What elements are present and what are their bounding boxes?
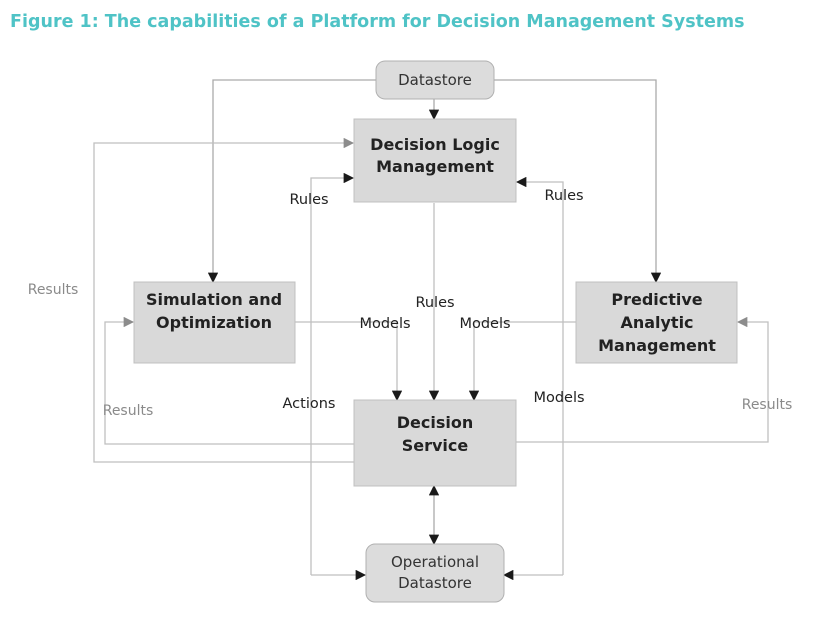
- rules-right-line: [515, 176, 564, 575]
- datastore-node: Datastore: [375, 60, 495, 100]
- models-lower-label: Models: [533, 390, 584, 406]
- rules-left-line: [310, 172, 355, 575]
- predictive-label-line3: Management: [598, 336, 716, 355]
- figure-title: Figure 1: The capabilities of a Platform…: [10, 12, 745, 32]
- simulation-models-line: [295, 321, 403, 402]
- decision-service-label-line1: Decision: [397, 413, 474, 432]
- decision-logic-node: Decision Logic Management: [353, 118, 517, 203]
- datastore-label: Datastore: [398, 71, 472, 89]
- simulation-label-line2: Optimization: [156, 313, 272, 332]
- results-left-label: Results: [103, 403, 154, 419]
- models-right-label: Models: [459, 316, 510, 332]
- decision-logic-label-line2: Management: [376, 157, 494, 176]
- rules-right-label: Rules: [544, 188, 583, 204]
- actions-label: Actions: [283, 396, 336, 412]
- models-left-label: Models: [359, 316, 410, 332]
- rules-left-label: Rules: [289, 192, 328, 208]
- results-right-label: Results: [742, 397, 793, 413]
- decision-logic-label-line1: Decision Logic: [370, 135, 500, 154]
- results-far-left-label: Results: [28, 282, 79, 298]
- datastore-to-predictive-line: [494, 79, 662, 284]
- simulation-label-line1: Simulation and: [146, 290, 282, 309]
- operational-label-line2: Datastore: [398, 574, 472, 592]
- predictive-label-line1: Predictive: [611, 290, 702, 309]
- results-to-decision-logic-line: [93, 137, 355, 463]
- rules-center-label: Rules: [415, 295, 454, 311]
- results-to-simulation-line: [104, 316, 354, 445]
- results-to-predictive-line: [516, 316, 769, 443]
- decision-service-node: Decision Service: [353, 399, 517, 487]
- predictive-models-line: [468, 321, 576, 402]
- operational-label-line1: Operational: [391, 553, 479, 571]
- predictive-label-line2: Analytic: [620, 313, 693, 332]
- predictive-node: Predictive Analytic Management: [575, 281, 738, 364]
- simulation-node: Simulation and Optimization: [133, 281, 296, 364]
- operational-datastore-node: Operational Datastore: [365, 543, 505, 603]
- decision-service-label-line2: Service: [402, 436, 469, 455]
- datastore-to-simulation-line: [207, 79, 376, 284]
